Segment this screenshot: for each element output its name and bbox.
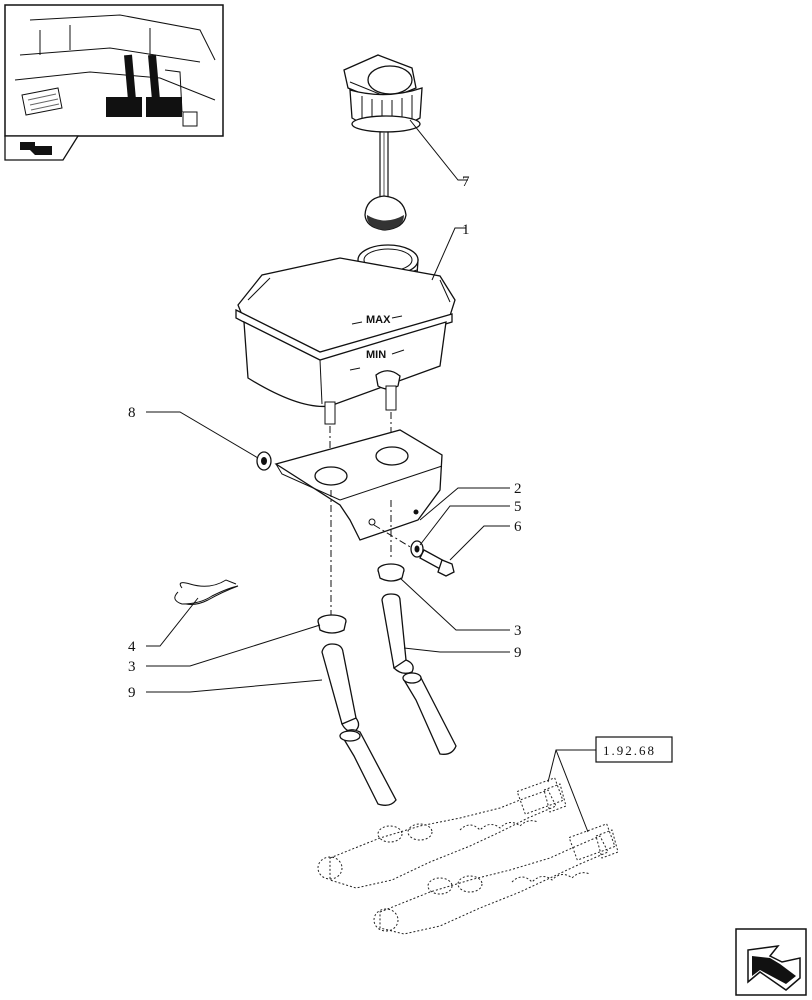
leader-4: [146, 597, 199, 647]
leader-7: [409, 119, 468, 181]
reservoir-cap-dipstick: [343, 54, 423, 231]
leader-9-left: [146, 679, 323, 693]
leader-8: [146, 411, 259, 459]
reference-label: 1.92.68: [603, 743, 656, 758]
leader-1: [431, 227, 466, 281]
leader-2: [419, 487, 510, 521]
hose-right: [381, 593, 457, 755]
hose-clamp-left: [317, 614, 347, 634]
callout-1: 1: [462, 222, 470, 238]
back-arrow-icon[interactable]: [4, 135, 80, 161]
assembly-thumbnail[interactable]: [4, 4, 224, 137]
hose-clamp-right: [377, 563, 405, 582]
callout-9-right: 9: [514, 645, 522, 661]
leader-3-right: [399, 577, 510, 631]
next-page-arrow-icon[interactable]: [735, 928, 807, 996]
bolt-part-6: [419, 549, 455, 577]
min-mark: MIN: [366, 349, 386, 361]
spring-clip-part-4: [174, 579, 239, 605]
hose-left: [321, 643, 397, 806]
master-cylinders-reference: [317, 777, 619, 935]
mounting-bracket: [274, 429, 443, 541]
leader-5: [419, 505, 510, 546]
leader-9-right: [403, 647, 510, 653]
callout-5: 5: [514, 499, 522, 515]
reference-box[interactable]: 1.92.68: [547, 736, 673, 833]
callout-2: 2: [514, 481, 522, 497]
callout-3-right: 3: [514, 623, 522, 639]
leader-3-left: [146, 624, 321, 667]
callout-8: 8: [128, 405, 136, 421]
leader-6: [449, 525, 510, 561]
callout-3-left: 3: [128, 659, 136, 675]
fluid-reservoir: MAX MIN: [235, 244, 456, 425]
callout-9-left: 9: [128, 685, 136, 701]
callout-7: 7: [462, 174, 470, 190]
nut-part-8: [256, 451, 272, 471]
callout-6: 6: [514, 519, 522, 535]
max-mark: MAX: [366, 314, 391, 326]
callout-4: 4: [128, 639, 136, 655]
